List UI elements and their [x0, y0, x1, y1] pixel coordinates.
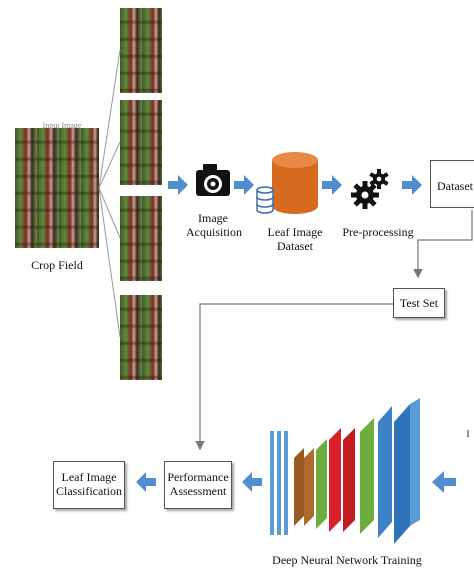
input-bar-3 [284, 431, 288, 535]
test-to-performance-connector [195, 303, 393, 451]
camera-icon [196, 164, 230, 196]
dataset-division-box: Dataset D [430, 160, 474, 208]
arrow-to-division [402, 175, 422, 195]
layer-brown-2 [304, 448, 314, 526]
label-image-acquisition: Image Acquisition [186, 211, 242, 239]
layer-brown-1 [294, 448, 304, 526]
label-leaf-image-dataset: Leaf Image Dataset [267, 225, 323, 253]
label-dnn-training: Deep Neural Network Training [272, 553, 422, 567]
layer-blue-1 [378, 406, 392, 538]
dataset-division-label: Dataset D [437, 179, 474, 193]
leaf-image-tile-4 [120, 295, 162, 380]
layer-blue-2 [394, 404, 410, 544]
dnn-layers [270, 398, 420, 544]
right-edge-mark: I [466, 429, 470, 439]
input-bar-2 [277, 431, 281, 535]
arrow-to-acquisition [168, 175, 188, 195]
gears-icon [351, 169, 389, 209]
database-cylinder-icon [256, 152, 318, 214]
input-image-caption: Input Image [42, 121, 82, 130]
input-bar-1 [270, 431, 274, 535]
leaf-image-tile-2 [120, 100, 162, 185]
arrow-into-network [432, 471, 456, 493]
layer-blue-side [410, 398, 420, 526]
performance-assessment-box: Performance Assessment [164, 461, 232, 509]
arrow-to-preprocessing [322, 175, 342, 195]
fan-connectors [98, 49, 121, 338]
crop-field-image [15, 128, 99, 248]
test-set-box: Test Set [393, 288, 445, 318]
test-set-label: Test Set [399, 296, 439, 310]
layer-green-2 [360, 418, 374, 534]
layer-red-2 [343, 428, 355, 532]
label-preprocessing: Pre-processing [342, 225, 414, 239]
layer-red-1 [329, 428, 341, 532]
crop-field-label: Crop Field [31, 258, 83, 272]
arrow-to-performance [242, 472, 262, 492]
division-to-test-connector [413, 210, 473, 279]
arrow-to-dataset [234, 175, 254, 195]
arrow-to-classification [136, 472, 156, 492]
layer-green-1 [316, 439, 327, 529]
leaf-image-tile-3 [120, 196, 162, 281]
leaf-image-classification-box: Leaf Image Classification [53, 461, 125, 509]
leaf-image-tile-1 [120, 8, 162, 93]
